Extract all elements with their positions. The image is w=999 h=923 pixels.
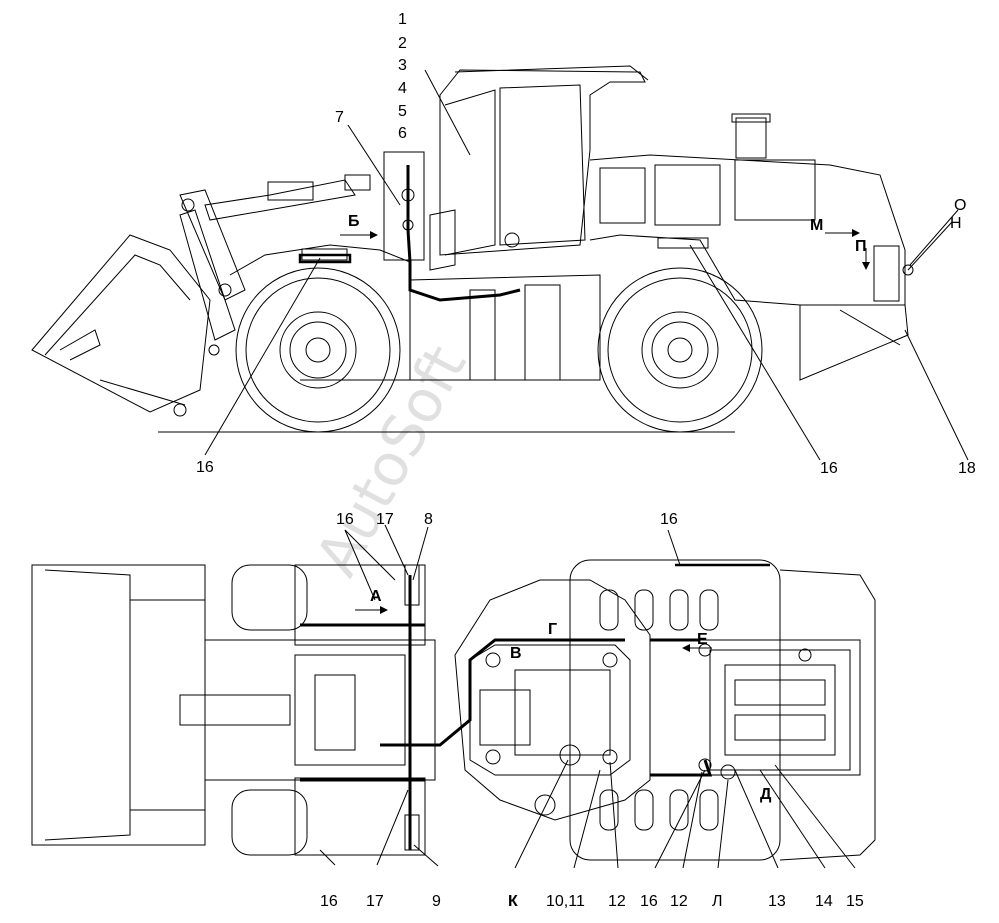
bottom-label-10-11: 10,11 [546,893,585,910]
engine-hood [589,113,914,381]
callout-16-top-left: 16 [336,511,354,528]
bottom-label-12b: 12 [670,893,688,910]
bottom-label-16a: 16 [320,893,338,910]
view-marker-g: Г [548,621,557,638]
callout-4: 4 [398,80,407,97]
callout-1: 1 [398,11,407,28]
view-marker-b: Б [348,213,360,230]
view-marker-e: Е [697,631,708,648]
bottom-label-k: К [508,893,518,910]
callout-7: 7 [335,109,344,126]
callout-8: 8 [424,511,433,528]
bottom-label-15: 15 [846,893,864,910]
view-marker-a: А [370,588,382,605]
watermark: AutoSoft [302,335,479,587]
bottom-label-17: 17 [366,893,384,910]
top-view: 16 17 8 16 А Г В Е Д 16 17 9 К 10,11 12 … [31,511,876,910]
rear-light-fixture [657,237,709,249]
callout-16-top-right: 16 [660,511,678,528]
view-marker-v: В [510,645,522,662]
callout-3: 3 [398,57,407,74]
view-marker-n: Н [950,215,962,232]
bottom-label-14: 14 [815,893,833,910]
callout-2: 2 [398,35,407,52]
callout-16-side-left: 16 [196,459,214,476]
bottom-label-16b: 16 [640,893,658,910]
rear-wheel [597,267,763,433]
bottom-label-l: Л [712,893,723,910]
callout-6: 6 [398,125,407,142]
cab [429,65,649,271]
callout-5: 5 [398,103,407,120]
side-view: 1 2 3 4 5 6 7 Б 16 16 18 М П О Н [31,11,976,477]
bottom-label-9: 9 [432,893,441,910]
view-marker-d: Д [760,786,772,803]
front-wheel [235,267,401,433]
view-marker-p: П [855,238,867,255]
view-marker-m: М [810,217,823,234]
bottom-label-12a: 12 [608,893,626,910]
front-light-fixture [301,248,348,261]
rear-lamp [873,245,900,302]
callout-18: 18 [958,460,976,477]
callout-16-side-right: 16 [820,460,838,477]
view-marker-o: О [954,197,966,214]
bottom-label-13: 13 [768,893,786,910]
callout-17-top: 17 [376,511,394,528]
